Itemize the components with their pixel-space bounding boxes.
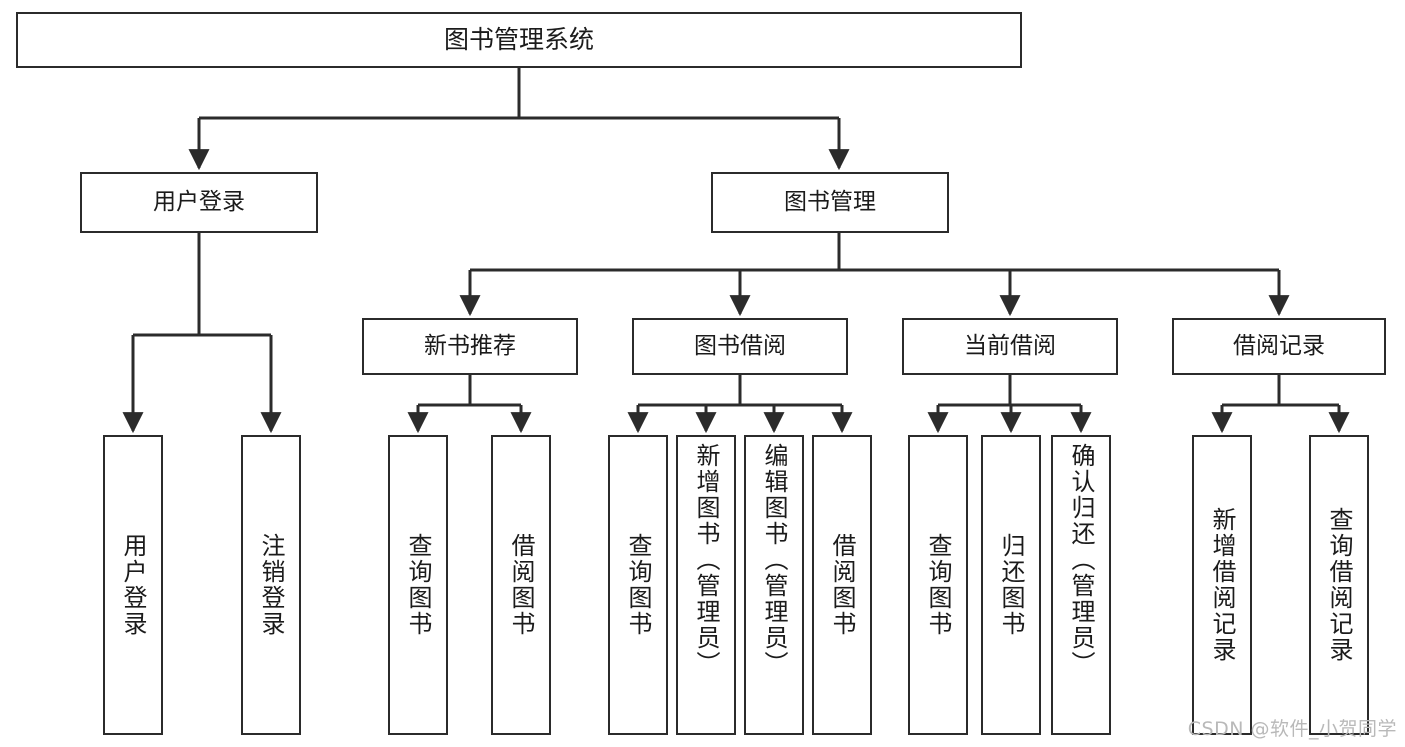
node-book-borrow[interactable]: 图书借阅 — [632, 318, 848, 375]
leaf-borrow-edit-book-admin[interactable]: 编辑图书（管理员） — [744, 435, 804, 735]
leaf-newbook-query-book-label: 查询图书 — [404, 533, 432, 637]
node-new-book-recommend[interactable]: 新书推荐 — [362, 318, 578, 375]
watermark: CSDN @软件_小贺同学 — [1187, 718, 1397, 740]
leaf-current-query-book[interactable]: 查询图书 — [908, 435, 968, 735]
leaf-records-query-record-label: 查询借阅记录 — [1325, 507, 1353, 663]
leaf-newbook-borrow-book[interactable]: 借阅图书 — [491, 435, 551, 735]
leaf-borrow-borrow-book[interactable]: 借阅图书 — [812, 435, 872, 735]
leaf-borrow-add-book-admin[interactable]: 新增图书（管理员） — [676, 435, 736, 735]
node-new-book-recommend-label: 新书推荐 — [424, 333, 516, 360]
leaf-records-query-record[interactable]: 查询借阅记录 — [1309, 435, 1369, 735]
node-book-management-label: 图书管理 — [784, 189, 876, 216]
node-current-borrow[interactable]: 当前借阅 — [902, 318, 1118, 375]
node-root[interactable]: 图书管理系统 — [16, 12, 1022, 68]
node-borrow-records[interactable]: 借阅记录 — [1172, 318, 1386, 375]
node-current-borrow-label: 当前借阅 — [964, 333, 1056, 360]
node-user-login-label: 用户登录 — [153, 189, 245, 216]
leaf-current-return-book-label: 归还图书 — [997, 533, 1025, 637]
leaf-logout[interactable]: 注销登录 — [241, 435, 301, 735]
leaf-current-return-book[interactable]: 归还图书 — [981, 435, 1041, 735]
leaf-current-confirm-return-admin[interactable]: 确认归还（管理员） — [1051, 435, 1111, 735]
leaf-current-confirm-return-admin-label: 确认归还（管理员） — [1067, 443, 1095, 677]
leaf-user-login-label: 用户登录 — [119, 533, 147, 637]
leaf-newbook-query-book[interactable]: 查询图书 — [388, 435, 448, 735]
leaf-borrow-add-book-admin-label: 新增图书（管理员） — [692, 443, 720, 677]
node-user-login[interactable]: 用户登录 — [80, 172, 318, 233]
leaf-borrow-edit-book-admin-label: 编辑图书（管理员） — [760, 443, 788, 677]
node-book-borrow-label: 图书借阅 — [694, 333, 786, 360]
node-book-management[interactable]: 图书管理 — [711, 172, 949, 233]
leaf-user-login[interactable]: 用户登录 — [103, 435, 163, 735]
leaf-borrow-query-book[interactable]: 查询图书 — [608, 435, 668, 735]
leaf-records-add-record[interactable]: 新增借阅记录 — [1192, 435, 1252, 735]
node-borrow-records-label: 借阅记录 — [1233, 333, 1325, 360]
leaf-records-add-record-label: 新增借阅记录 — [1208, 507, 1236, 663]
leaf-current-query-book-label: 查询图书 — [924, 533, 952, 637]
leaf-newbook-borrow-book-label: 借阅图书 — [507, 533, 535, 637]
leaf-borrow-borrow-book-label: 借阅图书 — [828, 533, 856, 637]
leaf-borrow-query-book-label: 查询图书 — [624, 533, 652, 637]
leaf-logout-label: 注销登录 — [257, 533, 285, 637]
node-root-label: 图书管理系统 — [443, 24, 594, 54]
